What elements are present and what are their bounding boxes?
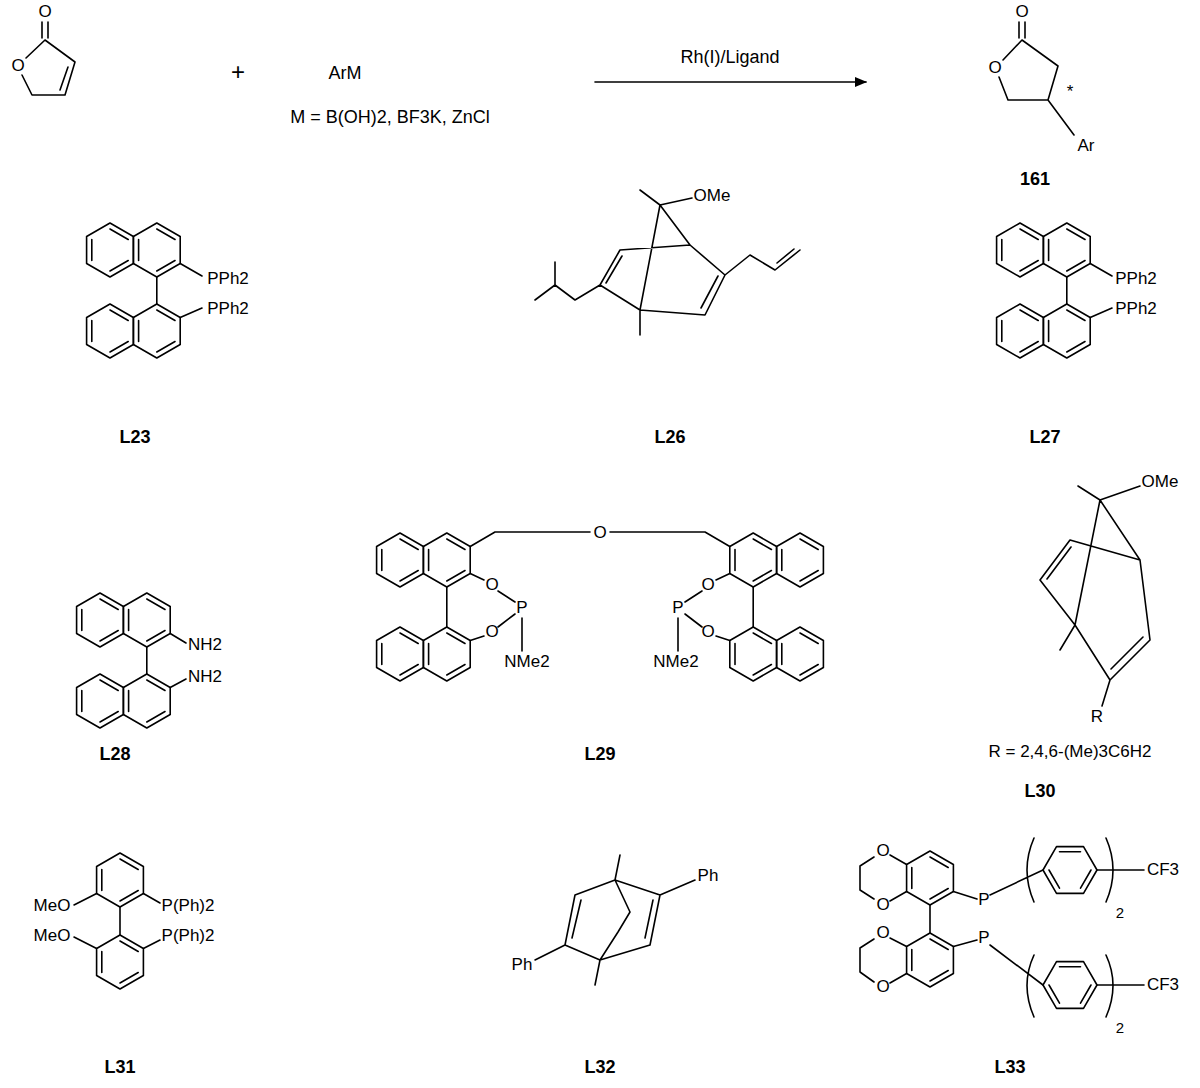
- atom-label: P(Ph)2: [162, 927, 215, 946]
- ligand-number: L27: [1029, 428, 1060, 448]
- butenolide: [22, 22, 75, 95]
- atom-label: PPh2: [1115, 300, 1157, 319]
- ligand-number: L26: [654, 428, 685, 448]
- atom-label: P: [516, 599, 527, 618]
- diene-ligand: [1040, 486, 1150, 706]
- atom-label: O: [876, 924, 889, 943]
- atom-label: O: [38, 3, 51, 22]
- ligand-number: L30: [1024, 782, 1055, 802]
- atom-label: NMe2: [504, 653, 549, 672]
- atom-label: OMe: [694, 187, 731, 206]
- compound-number: 161: [1020, 170, 1050, 190]
- reaction-arrow: [595, 82, 866, 83]
- atom-label: CF3: [1147, 976, 1179, 995]
- binap-ligand: [997, 223, 1112, 358]
- ligand-number: L33: [994, 1058, 1025, 1078]
- atom-label: O: [701, 623, 714, 642]
- atom-label: CF3: [1147, 861, 1179, 880]
- atom-label: O: [485, 623, 498, 642]
- atom-label: O: [11, 57, 24, 76]
- atom-label: Ph: [698, 867, 719, 886]
- atom-label: P: [672, 599, 683, 618]
- reagent-text: M = B(OH)2, BF3K, ZnCl: [290, 108, 490, 128]
- atom-label: P: [978, 891, 989, 910]
- atom-label: MeO: [34, 897, 71, 916]
- substituent-note: R = 2,4,6-(Me)3C6H2: [989, 743, 1152, 762]
- atom-label: OMe: [1142, 473, 1179, 492]
- synphos-type-ligand: [860, 838, 1144, 1017]
- ligand-number: L28: [99, 745, 130, 765]
- biphep-ligand: [74, 853, 160, 989]
- ligand-number: L23: [119, 428, 150, 448]
- atom-label: P: [978, 929, 989, 948]
- diene-ligand: [535, 855, 695, 985]
- plus-sign: +: [231, 59, 245, 85]
- atom-label: NH2: [188, 636, 222, 655]
- stereo-mark: *: [1067, 83, 1074, 102]
- bis-phosphoramidite-ligand: [377, 532, 824, 681]
- atom-label: Ar: [1078, 137, 1095, 156]
- atom-label: Ph: [512, 956, 533, 975]
- atom-label: O: [988, 59, 1001, 78]
- binam-ligand: [77, 593, 186, 728]
- atom-label: NMe2: [653, 653, 698, 672]
- ligand-number: L32: [584, 1058, 615, 1078]
- atom-label: O: [876, 896, 889, 915]
- atom-label: P(Ph)2: [162, 897, 215, 916]
- ligand-number: L31: [104, 1058, 135, 1078]
- binap-ligand: [87, 223, 202, 358]
- subscript-count: 2: [1116, 905, 1124, 922]
- conditions-text: Rh(I)/Ligand: [680, 48, 779, 68]
- atom-label: PPh2: [207, 270, 249, 289]
- atom-label: PPh2: [1115, 270, 1157, 289]
- diene-ligand: [535, 190, 800, 335]
- atom-label: PPh2: [207, 300, 249, 319]
- atom-label: O: [876, 978, 889, 997]
- ligand-number: L29: [584, 745, 615, 765]
- atom-label: O: [876, 842, 889, 861]
- atom-label: O: [593, 524, 606, 543]
- product-lactone: [999, 22, 1074, 135]
- atom-label: O: [485, 576, 498, 595]
- atom-label: NH2: [188, 668, 222, 687]
- atom-label: R: [1091, 708, 1103, 727]
- reagent-text: ArM: [329, 64, 362, 84]
- subscript-count: 2: [1116, 1020, 1124, 1037]
- atom-label: O: [1015, 3, 1028, 22]
- atom-label: O: [701, 576, 714, 595]
- atom-label: MeO: [34, 927, 71, 946]
